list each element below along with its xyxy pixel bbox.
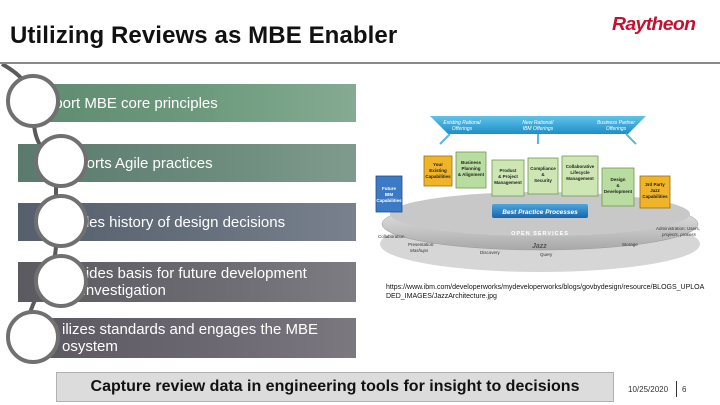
label-storage: Storage xyxy=(622,242,638,247)
svg-text:Compliance: Compliance xyxy=(530,166,556,171)
bullet-circle-3 xyxy=(34,194,88,248)
label-presentation: Presentation: xyxy=(408,242,435,247)
svg-text:Capabilities: Capabilities xyxy=(425,174,451,179)
bullet-text-4-line-2: d investigation xyxy=(70,282,166,299)
block-compliance xyxy=(527,157,559,195)
label-query: Query xyxy=(540,252,553,257)
bullet-circle-4 xyxy=(34,254,88,308)
block-3rd-party xyxy=(639,175,671,209)
slide-date: 10/25/2020 xyxy=(628,385,669,394)
bullet-text-5-line-2: osystem xyxy=(62,338,118,355)
bullet-band-1: pport MBE core principles xyxy=(18,84,356,122)
header-business-partner: Business Partner xyxy=(597,120,635,126)
best-practice-bar xyxy=(492,204,588,218)
bullet-text-1: pport MBE core principles xyxy=(46,94,218,112)
svg-text:Management: Management xyxy=(494,180,522,185)
svg-text:Mashups: Mashups xyxy=(410,248,429,253)
bullet-text-2: pports Agile practices xyxy=(70,154,213,172)
footer-separator xyxy=(676,381,677,397)
open-services-label: OPEN SERVICES xyxy=(511,231,569,237)
svg-text:Development: Development xyxy=(604,189,633,194)
svg-text:Jazz: Jazz xyxy=(650,188,660,193)
bullet-circle-5 xyxy=(6,310,60,364)
bullet-circle-1 xyxy=(6,74,60,128)
svg-text:Management: Management xyxy=(566,176,594,181)
block-design-development xyxy=(601,167,635,207)
svg-text:IBM: IBM xyxy=(385,192,394,197)
svg-text:Lifecycle: Lifecycle xyxy=(570,170,590,175)
slide-title: Utilizing Reviews as MBE Enabler xyxy=(10,22,398,49)
header-existing-rational: Existing Rational xyxy=(443,120,481,126)
block-product-project xyxy=(491,159,525,197)
bullet-text-4-line-1: ovides basis for future development xyxy=(70,265,307,282)
image-source-caption: https://www.ibm.com/developerworks/mydev… xyxy=(386,284,705,300)
svg-text:Product: Product xyxy=(499,168,517,173)
label-administration: Administration: Users, xyxy=(656,226,700,231)
svg-text:Design: Design xyxy=(610,177,625,182)
footer-highlight-box: Capture review data in engineering tools… xyxy=(56,372,614,402)
svg-text:& Project: & Project xyxy=(498,174,518,179)
svg-text:Capabilities: Capabilities xyxy=(376,198,402,203)
offerings-band xyxy=(430,116,646,134)
svg-text:Security: Security xyxy=(534,178,552,183)
label-collaboration: Collaboration xyxy=(378,234,405,239)
svg-text:Business: Business xyxy=(461,160,482,165)
svg-text:&: & xyxy=(616,183,620,188)
svg-text:Planning: Planning xyxy=(462,166,481,171)
svg-text:projects, process: projects, process xyxy=(661,232,697,237)
svg-text:Existing: Existing xyxy=(429,168,447,173)
svg-text:Collaborative: Collaborative xyxy=(566,164,595,169)
svg-text:Your: Your xyxy=(433,162,443,167)
bullet-circle-2 xyxy=(34,134,88,188)
block-collaborative-lifecycle xyxy=(561,155,599,197)
svg-text:Future: Future xyxy=(382,186,396,191)
svg-text:IBM Offerings: IBM Offerings xyxy=(523,126,554,132)
svg-text:3rd Party: 3rd Party xyxy=(645,182,665,187)
svg-text:Offerings: Offerings xyxy=(606,126,627,132)
block-business-planning xyxy=(455,151,487,189)
raytheon-logo: Raytheon xyxy=(612,14,696,34)
title-divider xyxy=(0,62,720,64)
svg-text:& Alignment: & Alignment xyxy=(458,172,485,177)
label-discovery: Discovery xyxy=(480,250,501,255)
jazz-logo: Jazz xyxy=(532,243,547,250)
block-future-ibm xyxy=(375,175,403,213)
bullet-text-5-line-1: ilizes standards and engages the MBE xyxy=(62,321,318,338)
block-your-existing xyxy=(423,155,453,187)
footer-text: Capture review data in engineering tools… xyxy=(90,378,580,395)
svg-text:Offerings: Offerings xyxy=(452,126,473,132)
svg-text:Capabilities: Capabilities xyxy=(642,194,668,199)
page-number: 6 xyxy=(682,385,687,394)
header-new-rational: New Rational/ xyxy=(522,120,554,126)
best-practice-label: Best Practice Processes xyxy=(502,209,578,216)
svg-text:&: & xyxy=(541,172,545,177)
bullet-text-3: vides history of design decisions xyxy=(70,213,286,231)
jazz-architecture-diagram: Existing Rational Offerings New Rational… xyxy=(375,116,700,272)
